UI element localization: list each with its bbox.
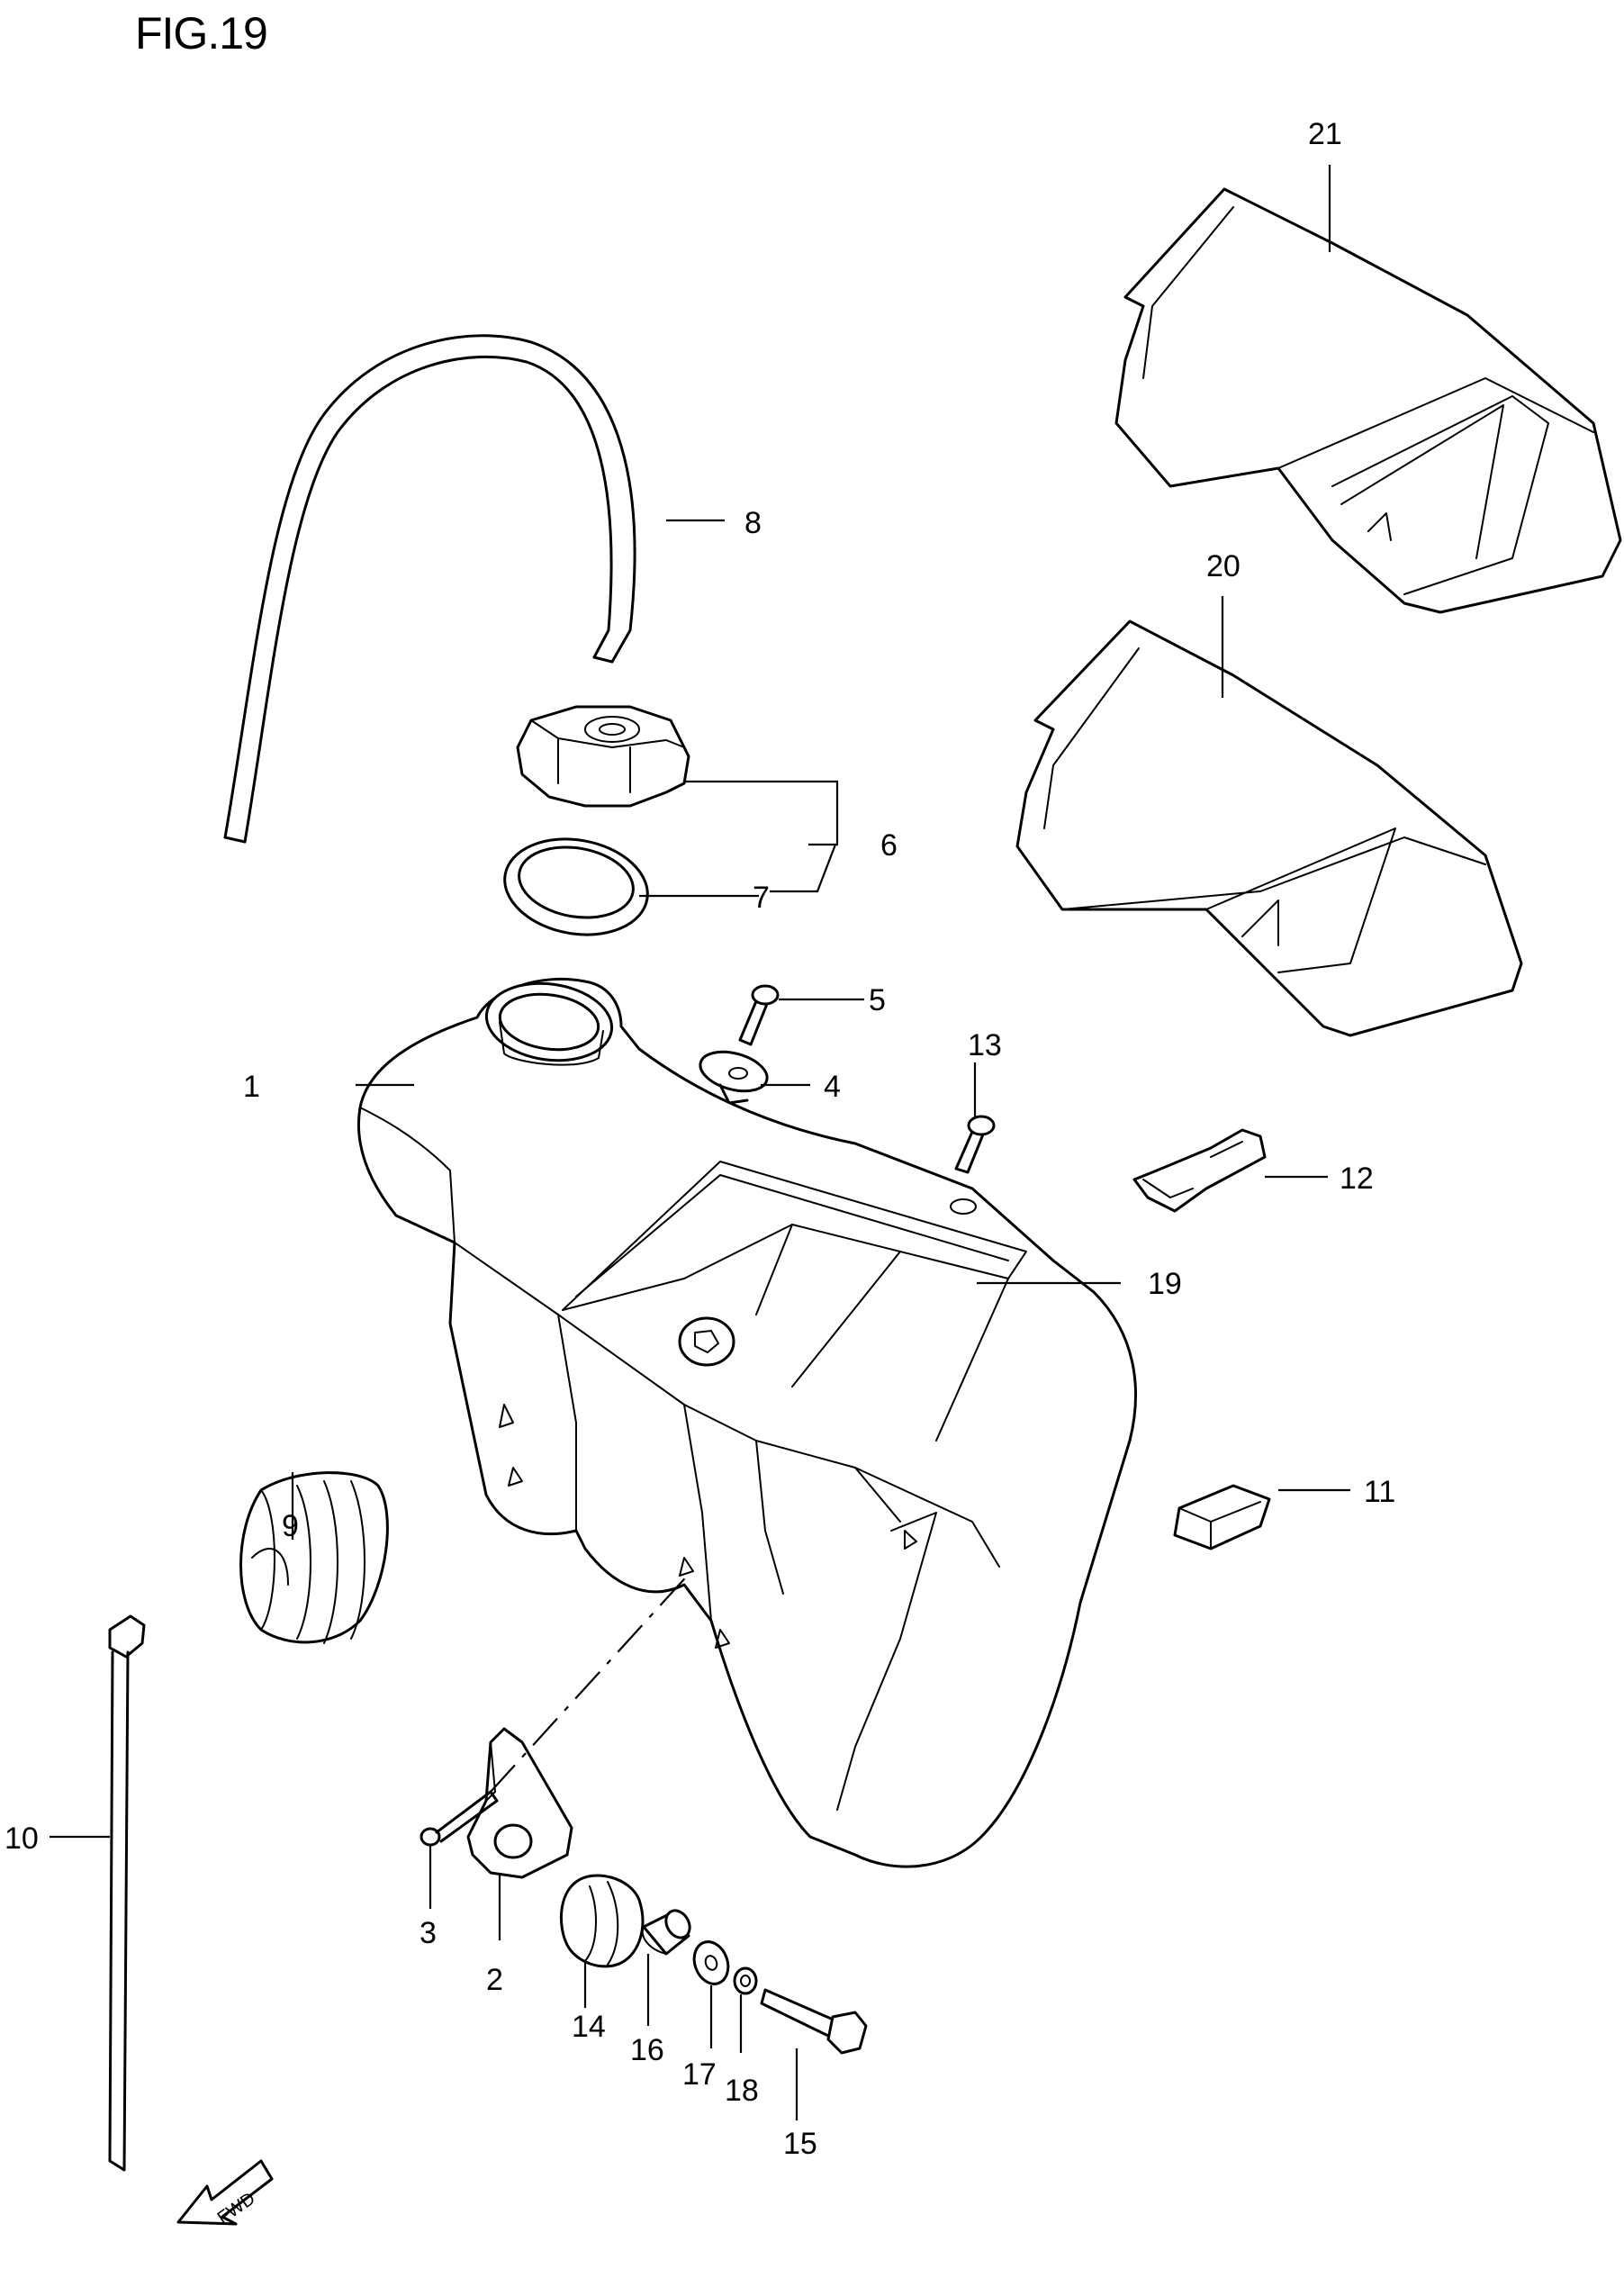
- part-11-cushion[interactable]: [1173, 1484, 1271, 1550]
- leader-lines: [50, 165, 1350, 2120]
- part-3-screw[interactable]: [420, 1790, 499, 1847]
- part-14-damper[interactable]: [559, 1874, 645, 1968]
- part-17-washer[interactable]: [689, 1937, 734, 1988]
- callout-3: 3: [420, 1916, 437, 1950]
- callout-17: 17: [682, 2057, 717, 2092]
- callout-14: 14: [572, 2010, 606, 2044]
- part-12-strap[interactable]: [1132, 1128, 1267, 1213]
- callout-8: 8: [744, 506, 762, 540]
- part-13-screw[interactable]: [954, 1115, 996, 1174]
- callout-16: 16: [630, 2033, 664, 2067]
- part-7-gasket[interactable]: [497, 828, 655, 945]
- part-8-hose[interactable]: [223, 334, 636, 844]
- callout-15: 15: [783, 2127, 817, 2161]
- part-10-cable-tie[interactable]: [108, 1614, 146, 2172]
- part-1-fuel-tank[interactable]: [356, 976, 1138, 1868]
- callout-7: 7: [753, 881, 770, 915]
- part-16-collar[interactable]: [641, 1906, 695, 1956]
- part-20-shroud[interactable]: [1015, 619, 1523, 1037]
- part-5-screw[interactable]: [738, 984, 780, 1046]
- part-18-washer[interactable]: [733, 1966, 758, 1995]
- assembly-line: [490, 1570, 692, 1793]
- part-21-shroud[interactable]: [1114, 187, 1622, 614]
- callout-5: 5: [869, 983, 886, 1017]
- callout-9: 9: [282, 1509, 299, 1543]
- callout-13: 13: [968, 1028, 1002, 1062]
- part-9-grommet[interactable]: [239, 1471, 389, 1644]
- figure-title: FIG.19: [135, 8, 268, 59]
- callout-21: 21: [1308, 117, 1342, 151]
- callout-6: 6: [880, 828, 898, 863]
- callout-2: 2: [486, 1963, 503, 1997]
- callout-10: 10: [5, 1821, 39, 1856]
- callout-1: 1: [243, 1070, 260, 1104]
- callout-18: 18: [725, 2074, 759, 2108]
- part-4-grommet[interactable]: [696, 1045, 771, 1105]
- part-2-bracket[interactable]: [466, 1727, 573, 1879]
- fwd-arrow-icon: FWD: [176, 2159, 274, 2228]
- callout-11: 11: [1364, 1475, 1395, 1509]
- callout-12: 12: [1340, 1162, 1374, 1196]
- callout-19: 19: [1148, 1267, 1182, 1301]
- part-15-bolt[interactable]: [760, 1988, 868, 2055]
- part-6-fuel-cap[interactable]: [516, 705, 690, 808]
- callout-4: 4: [824, 1070, 841, 1104]
- callout-20: 20: [1206, 549, 1241, 583]
